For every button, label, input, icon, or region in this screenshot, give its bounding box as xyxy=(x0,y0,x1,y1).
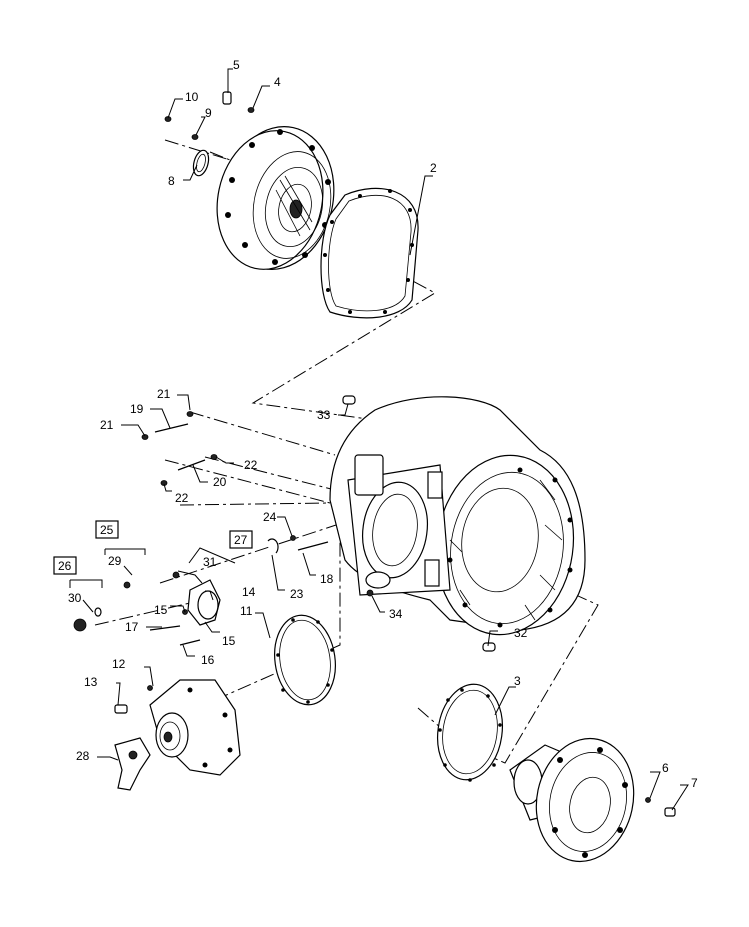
callout-32: 32 xyxy=(514,626,528,640)
small-fasteners-top xyxy=(164,91,255,140)
assembly-centerlines xyxy=(94,139,599,764)
gasket-small-right xyxy=(437,683,503,782)
callout-17: 17 xyxy=(125,620,139,634)
callout-4: 4 xyxy=(274,75,281,89)
callout-26: 26 xyxy=(58,559,72,573)
callout-34: 34 xyxy=(389,607,403,621)
drive-housing-part xyxy=(114,679,241,776)
callout-3: 3 xyxy=(514,674,521,688)
callout-8: 8 xyxy=(168,174,175,188)
callout-10: 10 xyxy=(185,90,199,104)
callout-9: 9 xyxy=(205,106,212,120)
callout-13: 13 xyxy=(84,675,98,689)
callout-16: 16 xyxy=(201,653,215,667)
callout-15b: 15 xyxy=(222,634,236,648)
axle-housing-part xyxy=(329,396,586,636)
callout-30: 30 xyxy=(68,591,82,605)
gasket-small-left xyxy=(274,614,336,706)
callout-23: 23 xyxy=(290,587,304,601)
bracket-pins xyxy=(267,535,329,554)
callout-25: 25 xyxy=(100,523,114,537)
callout-11: 11 xyxy=(240,604,253,618)
bracket-part xyxy=(73,571,221,646)
yoke-part xyxy=(114,737,151,791)
callout-33: 33 xyxy=(317,408,331,422)
callout-22b: 22 xyxy=(175,491,189,505)
dowel-pins xyxy=(342,395,496,652)
callout-7: 7 xyxy=(691,776,698,790)
callout-14: 14 xyxy=(242,585,256,599)
callout-6: 6 xyxy=(662,761,669,775)
callout-12: 12 xyxy=(112,657,126,671)
wheel-hub-part xyxy=(509,737,676,863)
long-bolts xyxy=(141,411,218,486)
boxed-callouts xyxy=(53,520,253,575)
callout-21a: 21 xyxy=(157,387,171,401)
callout-19: 19 xyxy=(130,402,144,416)
callout-5: 5 xyxy=(233,58,240,72)
gasket-large-top xyxy=(320,187,419,319)
callout-31: 31 xyxy=(203,555,217,569)
callout-18: 18 xyxy=(320,572,334,586)
coupling-hub-part xyxy=(216,126,335,270)
callout-20: 20 xyxy=(213,475,227,489)
callout-29: 29 xyxy=(108,554,122,568)
callout-27: 27 xyxy=(234,533,248,547)
callout-21b: 21 xyxy=(100,418,114,432)
callout-28: 28 xyxy=(76,749,90,763)
callout-15a: 15 xyxy=(154,603,168,617)
callout-24: 24 xyxy=(263,510,277,524)
callout-22a: 22 xyxy=(244,458,258,472)
callout-leaders xyxy=(69,68,689,811)
callout-numbers: 2 3 4 5 6 7 8 9 10 11 12 13 14 15 15 16 … xyxy=(58,58,698,790)
callout-2: 2 xyxy=(430,161,437,175)
